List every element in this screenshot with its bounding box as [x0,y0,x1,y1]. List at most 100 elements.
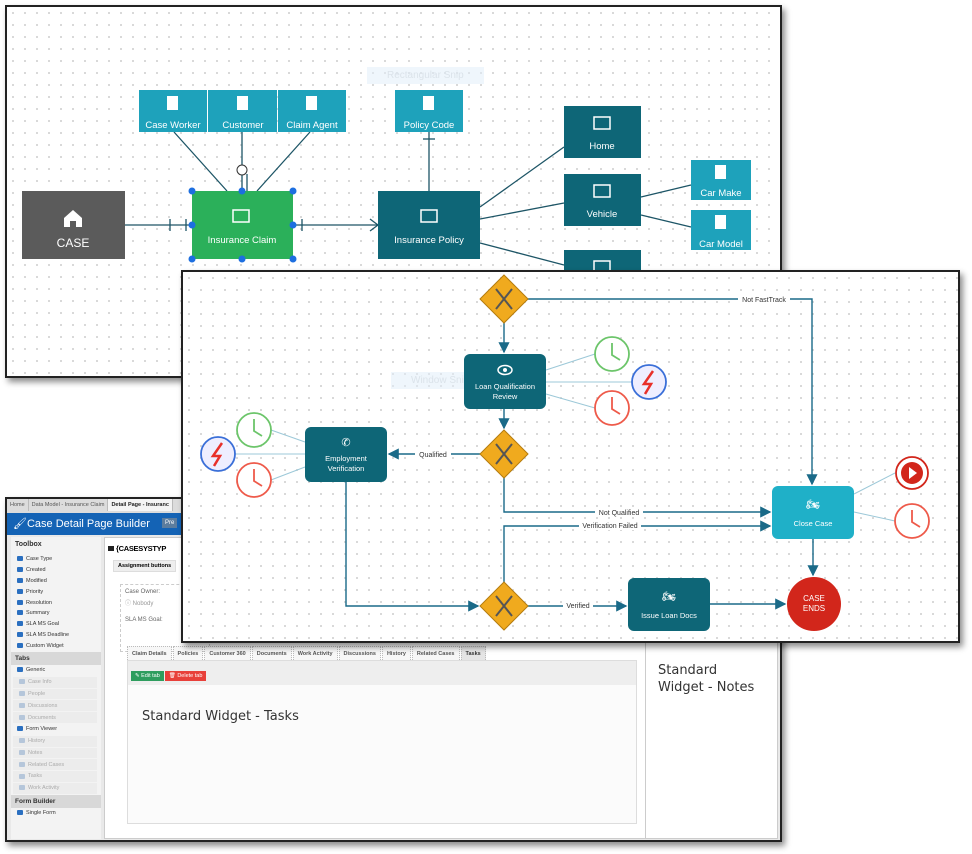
tab-item-work-activity: Work Activity [13,782,97,794]
tab-item-generic[interactable]: Generic [11,665,101,676]
svg-text:Close Case: Close Case [794,519,833,528]
info-icon [19,679,25,685]
window-tab-home[interactable]: Home [7,499,29,511]
toolbox-item-sla-goal[interactable]: SLA MS Goal [11,619,101,630]
entity-label: Car Make [700,188,741,199]
task-issue-loan-docs[interactable]: 🏍Issue Loan Docs [628,578,710,631]
x-icon [495,443,513,465]
gateways[interactable] [479,274,529,631]
book-icon [167,96,178,110]
content-tab-tasks[interactable]: Tasks [460,646,486,662]
svg-text:Issue Loan Docs: Issue Loan Docs [641,611,697,620]
tab-item-tasks: Tasks [13,771,97,782]
preview-button[interactable]: Pre [162,518,178,528]
entity-insurance-policy[interactable]: Insurance Policy [378,191,480,259]
exclusive-gateway[interactable] [479,429,529,479]
toolbox-item-sla-deadline[interactable]: SLA MS Deadline [11,629,101,640]
entity-claim-agent[interactable]: Claim Agent [278,90,346,132]
table-icon [232,209,250,223]
er-diagram-window: Rectangular Snip CASE Insurance Claim Ca… [5,5,782,378]
entity-insurance-claim-selected[interactable]: Insurance Claim [188,164,297,263]
svg-text:Not Qualified: Not Qualified [599,510,640,517]
case-owner-value: ⓘ Nobody [125,601,154,607]
entity-label: Insurance Policy [394,235,464,246]
gear-icon [17,621,23,627]
assignment-buttons[interactable]: Assignment buttons [113,560,177,572]
lightning-icon [200,436,236,472]
home-icon [64,210,82,227]
entity-label: Claim Agent [286,120,338,131]
entity-label: Case Worker [145,120,200,131]
toolbox-title: Toolbox [15,541,42,548]
er-diagram-canvas[interactable]: CASE Insurance Claim Case Worker Custome… [7,7,780,376]
window-tab-data-model[interactable]: Data Model - Insurance Claim [29,499,109,511]
toolbox-item-resolution[interactable]: Resolution [11,597,101,608]
entity-home[interactable]: Home [564,106,641,158]
tab-item-documents: Documents [13,712,97,723]
selection-handles[interactable] [188,187,297,263]
entity-label: Home [589,141,614,152]
document-icon [19,714,25,720]
workflow-canvas[interactable]: Not FastTrack Qualified Not Qualified Ve… [183,272,958,641]
snip-overlay-label: Rectangular Snip [367,67,484,84]
svg-text:CASE: CASE [803,594,825,603]
chat-icon [19,702,25,708]
history-icon [19,738,25,744]
toolbox-item-summary[interactable]: Summary [11,608,101,619]
toolbox-item-case-type[interactable]: Case Type [11,554,101,565]
toolbox-item-custom-widget[interactable]: Custom Widget [11,640,101,651]
form-builder-item-single-form[interactable]: Single Form [11,808,101,819]
table-icon [593,116,611,130]
entity-car-model[interactable]: Car Model [691,210,751,250]
table-icon [593,184,611,198]
entity-case-worker[interactable]: Case Worker [139,90,207,132]
play-icon [895,456,929,490]
calendar-icon [17,578,23,583]
toolbox-item-priority[interactable]: Priority [11,586,101,597]
exclusive-gateway[interactable] [479,274,529,324]
x-icon [495,288,513,310]
tabs-section-header[interactable]: Tabs [11,652,101,666]
entity-label: Vehicle [587,209,618,220]
entity-vehicle[interactable]: Vehicle [564,174,641,226]
entity-label: CASE [57,236,90,250]
exclusive-gateway[interactable] [479,581,529,631]
form-builder-section-header[interactable]: Form Builder [11,794,101,808]
database-icon [17,667,23,673]
database-icon [17,810,23,816]
toolbox-item-created[interactable]: Created [11,565,101,576]
tab-item-discussions: Discussions [13,700,97,712]
calendar-icon [17,567,23,573]
x-icon [495,595,513,617]
delete-tab-button[interactable]: 🗑 Delete tab [164,671,207,681]
brush-icon: 🖌 [13,518,27,530]
boundary-events[interactable] [200,336,930,539]
entity-customer[interactable]: Customer [208,90,277,132]
thumbs-up-icon [17,599,23,605]
rotate-handle-icon[interactable] [236,164,248,176]
builder-title: Case Detail Page Builder [26,518,150,530]
case-type-icon [17,556,23,562]
entity-label: Customer [222,120,263,131]
lightning-icon [631,364,667,400]
tab-toolbar: ✎ Edit tab🗑 Delete tab [128,661,636,685]
entity-label: Insurance Claim [208,235,277,246]
window-tab-detail-page[interactable]: Detail Page - Insuranc [108,499,173,511]
motorcycle-icon: 🏍 [806,499,820,511]
workflow-window: Window Snip Not FastTrack Qualified Not … [181,270,960,643]
edit-tab-button[interactable]: ✎ Edit tab [131,671,164,681]
phone-icon: ✆ [341,437,350,449]
entity-policy-code[interactable]: Policy Code [395,90,463,132]
entity-car-make[interactable]: Car Make [691,160,751,200]
timer-icon [594,390,630,426]
entity-case[interactable]: CASE [22,191,125,259]
task-close-case[interactable]: 🏍 Close Case [772,486,854,539]
tab-item-form-viewer[interactable]: Form Viewer [11,724,101,735]
svg-text:ENDS: ENDS [803,604,825,613]
toolbox-item-modified[interactable]: Modified [11,576,101,587]
tab-content-area: ✎ Edit tab🗑 Delete tab Standard Widget -… [127,660,637,824]
